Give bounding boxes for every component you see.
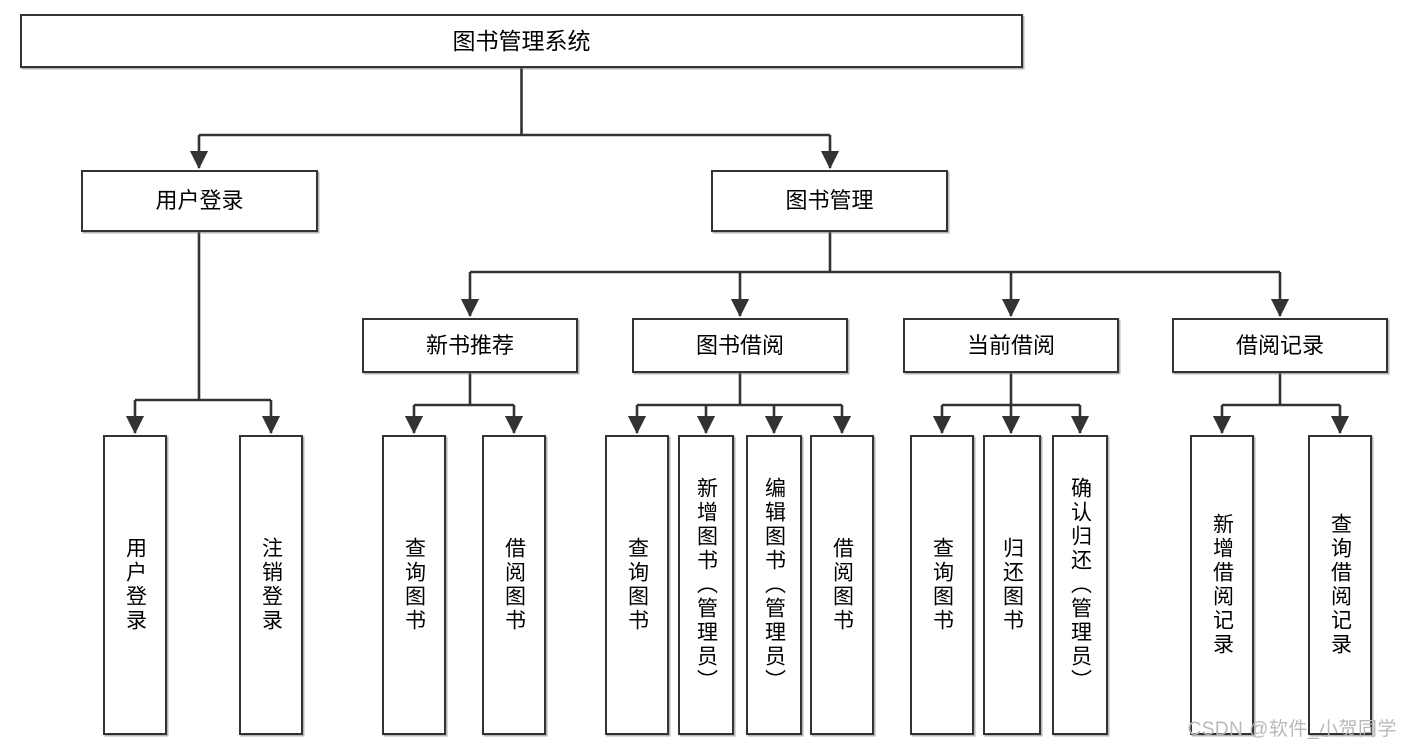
node-leaf-return-book[interactable]: 归还图书 — [983, 435, 1041, 735]
node-leaf-borrow-book-1-label: 借阅图书 — [502, 537, 526, 633]
node-book-manage-label: 图书管理 — [785, 188, 874, 214]
node-leaf-query-record-label: 查询借阅记录 — [1328, 513, 1352, 657]
watermark: CSDN @软件_小贺同学 — [1187, 719, 1397, 740]
node-current-borrow-label: 当前借阅 — [966, 332, 1055, 358]
node-leaf-add-book-label: 新增图书（管理员） — [694, 477, 718, 693]
node-leaf-confirm-return-label: 确认归还（管理员） — [1068, 477, 1092, 693]
node-leaf-query-book-1-label: 查询图书 — [402, 537, 426, 633]
node-new-book-recommend-label: 新书推荐 — [425, 332, 514, 358]
node-leaf-borrow-book-1[interactable]: 借阅图书 — [482, 435, 546, 735]
node-leaf-user-login[interactable]: 用户登录 — [103, 435, 167, 735]
node-leaf-borrow-book-2-label: 借阅图书 — [830, 537, 854, 633]
node-leaf-edit-book[interactable]: 编辑图书（管理员） — [746, 435, 802, 735]
node-borrow-record-label: 借阅记录 — [1235, 332, 1324, 358]
node-leaf-query-book-1[interactable]: 查询图书 — [382, 435, 446, 735]
node-new-book-recommend[interactable]: 新书推荐 — [362, 318, 578, 373]
node-user-login-label: 用户登录 — [155, 188, 244, 214]
node-leaf-logout[interactable]: 注销登录 — [239, 435, 303, 735]
node-leaf-add-book[interactable]: 新增图书（管理员） — [678, 435, 734, 735]
node-leaf-add-record[interactable]: 新增借阅记录 — [1190, 435, 1254, 735]
node-leaf-confirm-return[interactable]: 确认归还（管理员） — [1052, 435, 1108, 735]
node-book-borrow-label: 图书借阅 — [695, 332, 784, 358]
node-leaf-logout-label: 注销登录 — [259, 537, 283, 633]
node-leaf-query-record[interactable]: 查询借阅记录 — [1308, 435, 1372, 735]
node-leaf-return-book-label: 归还图书 — [1000, 537, 1024, 633]
node-leaf-user-login-label: 用户登录 — [123, 537, 147, 633]
node-leaf-query-book-3[interactable]: 查询图书 — [910, 435, 974, 735]
node-book-borrow[interactable]: 图书借阅 — [632, 318, 848, 373]
node-root[interactable]: 图书管理系统 — [20, 14, 1023, 68]
node-leaf-add-record-label: 新增借阅记录 — [1210, 513, 1234, 657]
node-current-borrow[interactable]: 当前借阅 — [903, 318, 1119, 373]
node-book-manage[interactable]: 图书管理 — [711, 170, 948, 232]
node-leaf-borrow-book-2[interactable]: 借阅图书 — [810, 435, 874, 735]
node-user-login[interactable]: 用户登录 — [81, 170, 318, 232]
node-leaf-query-book-2[interactable]: 查询图书 — [605, 435, 669, 735]
node-leaf-query-book-2-label: 查询图书 — [625, 537, 649, 633]
node-borrow-record[interactable]: 借阅记录 — [1172, 318, 1388, 373]
node-leaf-edit-book-label: 编辑图书（管理员） — [762, 477, 786, 693]
node-root-label: 图书管理系统 — [452, 27, 591, 54]
node-leaf-query-book-3-label: 查询图书 — [930, 537, 954, 633]
